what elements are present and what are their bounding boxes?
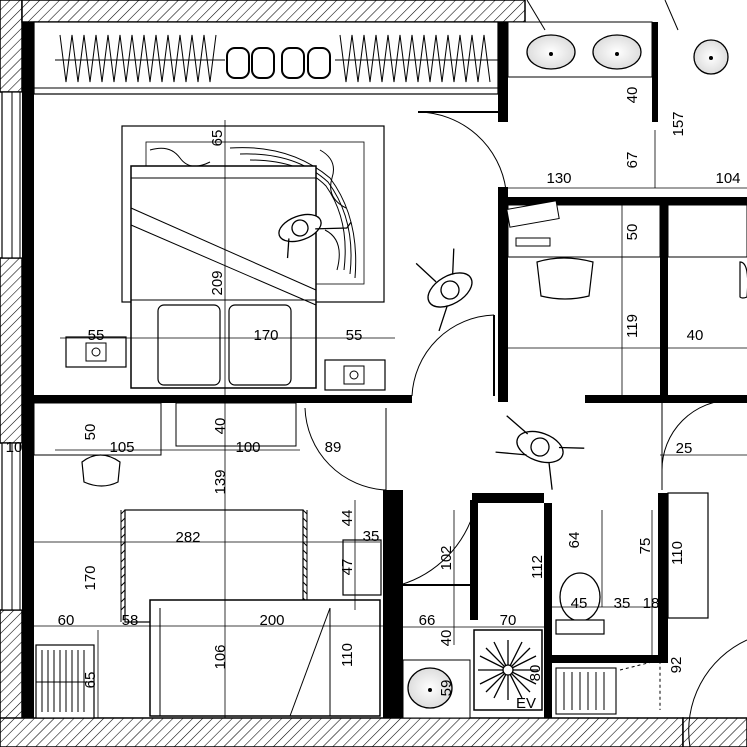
sofa-bed xyxy=(149,539,382,717)
dim-35-b: 35 xyxy=(614,595,631,612)
dim-67: 67 xyxy=(624,152,641,169)
dim-66: 66 xyxy=(419,612,436,629)
dim-55-left: 55 xyxy=(88,327,105,344)
dim-112: 112 xyxy=(529,555,546,579)
dim-40-b: 40 xyxy=(438,630,455,647)
dim-105: 105 xyxy=(109,439,134,456)
dim-40-d: 40 xyxy=(687,327,704,344)
wall-left-top xyxy=(0,0,23,93)
dimension-labels: 65 209 170 55 55 50 105 40 100 89 139 28… xyxy=(6,87,741,712)
dim-110-b: 110 xyxy=(669,541,686,565)
dim-209: 209 xyxy=(209,270,226,295)
dim-130: 130 xyxy=(546,170,571,187)
dim-106: 106 xyxy=(212,644,229,669)
wall-bottom-right xyxy=(682,717,747,747)
ev-label: EV xyxy=(516,695,536,712)
dim-40: 40 xyxy=(212,418,229,435)
dim-44: 44 xyxy=(339,510,356,527)
dim-65-shelf: 65 xyxy=(82,672,99,689)
shoe-rack xyxy=(35,644,95,719)
dim-70: 70 xyxy=(500,612,517,629)
dim-58: 58 xyxy=(122,612,139,629)
dim-18: 18 xyxy=(643,595,660,612)
interior-walls xyxy=(22,22,747,718)
dim-10: 10 xyxy=(6,439,23,456)
wall-bottom xyxy=(0,717,684,747)
dim-119: 119 xyxy=(624,314,641,338)
dim-64: 64 xyxy=(566,532,583,549)
dim-157: 157 xyxy=(670,111,687,136)
bed xyxy=(130,120,317,400)
dim-60: 60 xyxy=(58,612,75,629)
dim-170-bed: 170 xyxy=(253,327,278,344)
door-swings xyxy=(304,111,747,747)
dim-65-top: 65 xyxy=(209,130,226,147)
dim-110-table: 110 xyxy=(339,643,356,667)
wall-left-mid xyxy=(0,257,23,444)
dim-139: 139 xyxy=(212,469,229,494)
dim-35: 35 xyxy=(363,528,380,545)
dim-104: 104 xyxy=(715,170,740,187)
dimension-lines xyxy=(34,130,747,718)
dim-102: 102 xyxy=(438,545,455,570)
nightstands xyxy=(65,336,386,391)
dim-50-b: 50 xyxy=(624,224,641,241)
dim-45: 45 xyxy=(571,595,588,612)
dim-40-c: 40 xyxy=(624,87,641,104)
desk-area xyxy=(33,402,297,487)
dim-282: 282 xyxy=(175,529,200,546)
wardrobe xyxy=(33,21,499,95)
bathroom-fixtures xyxy=(402,0,747,719)
dim-25: 25 xyxy=(676,440,693,457)
dim-80: 80 xyxy=(527,665,544,682)
wall-top xyxy=(21,0,526,23)
dim-200: 200 xyxy=(259,612,284,629)
dim-170-living: 170 xyxy=(82,565,99,590)
dim-75: 75 xyxy=(637,538,654,555)
dim-92: 92 xyxy=(668,657,685,674)
dim-55-right: 55 xyxy=(346,327,363,344)
dim-50-desk: 50 xyxy=(82,424,99,441)
dim-89: 89 xyxy=(325,439,342,456)
dim-100: 100 xyxy=(235,439,260,456)
dim-47: 47 xyxy=(339,559,356,576)
person-figures xyxy=(278,213,585,490)
dim-59: 59 xyxy=(438,680,455,697)
